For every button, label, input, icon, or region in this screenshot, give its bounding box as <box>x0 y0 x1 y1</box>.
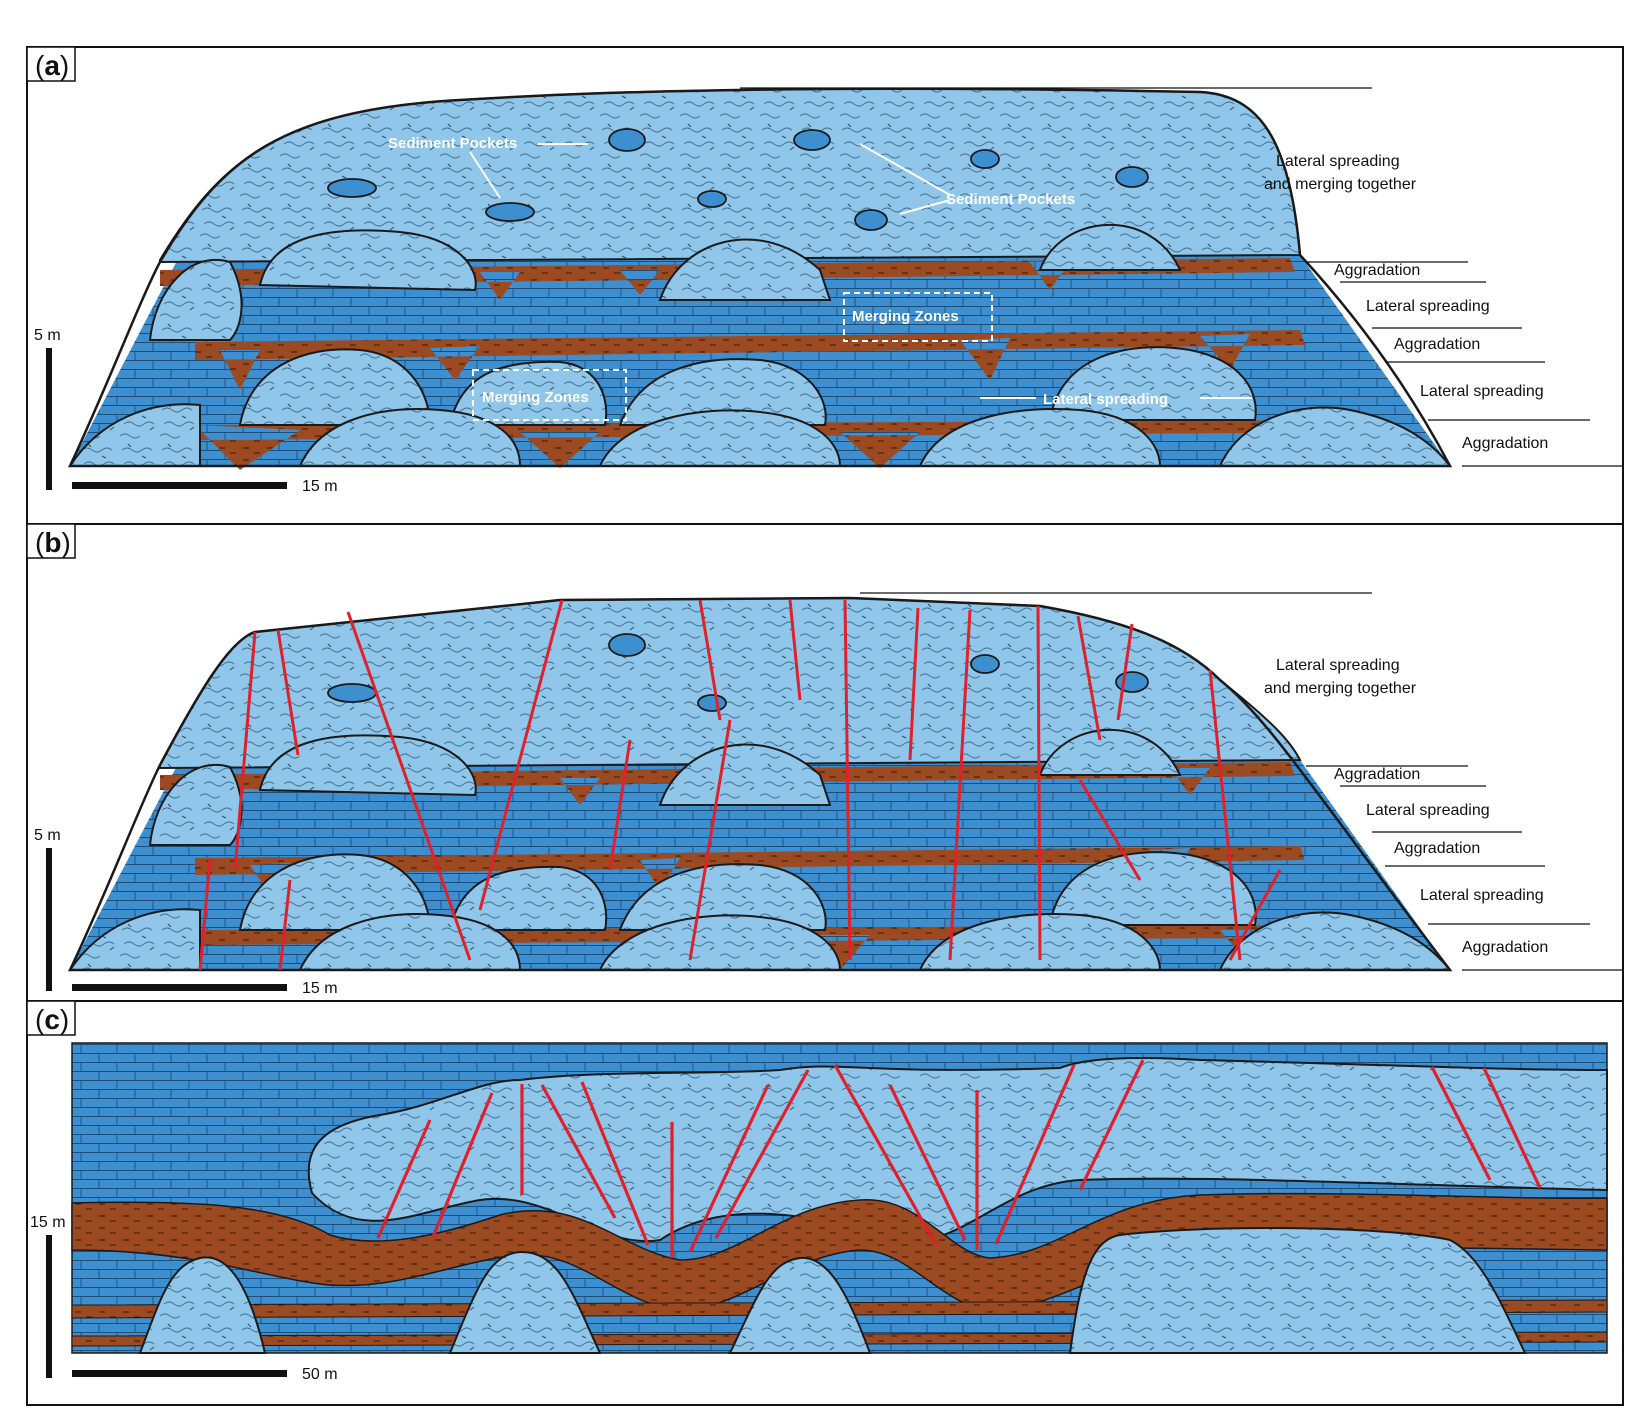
panel-b-reef-mounds-1 <box>68 908 1453 971</box>
panel-b: (b) <box>26 523 1624 1002</box>
panel-b-label-box <box>26 523 76 559</box>
panel-c-horizontal-scale-label: 50 m <box>302 1366 338 1383</box>
panel-b-reef-mounds-2 <box>238 851 1257 931</box>
panel-c-label: (c) <box>35 1004 69 1035</box>
stage-label-b-lateral-merging-1: Lateral spreading <box>1276 657 1400 674</box>
panel-a: (a) Sediment Pockets Sediment Po <box>26 46 1624 525</box>
stage-label-a-lateral-merging-2: and merging together <box>1264 176 1417 193</box>
stage-label-a-lateral-merging-1: Lateral spreading <box>1276 153 1400 170</box>
arrow-sediment-2b <box>899 199 951 215</box>
panel-c-frame <box>26 1000 1624 1406</box>
panel-b-horizontal-scale-label: 15 m <box>302 980 338 997</box>
panel-c-vertical-scale-bar <box>46 1235 52 1378</box>
panel-a-vertical-scale-bar <box>46 348 52 490</box>
stage-label-b-lateral-2: Lateral spreading <box>1366 802 1490 819</box>
panel-b-reef-outline <box>68 596 1453 972</box>
panel-a-horizontal-scale-label: 15 m <box>302 478 338 495</box>
panel-b-vertical-scale-label: 5 m <box>34 827 61 844</box>
panel-c-mudstone-band-main <box>71 1192 1608 1311</box>
panel-c-reef-mounds-lower <box>138 1227 1527 1354</box>
panel-c-vertical-scale-label: 15 m <box>30 1214 66 1231</box>
stage-label-a-aggradation-2: Aggradation <box>1394 336 1480 353</box>
panel-a-reef-mounds-1 <box>68 403 1453 467</box>
arrow-sediment-1b <box>469 151 501 199</box>
stage-label-b-lateral-merging: Lateral spreading and merging together <box>1264 657 1417 697</box>
panel-c-horizontal-scale-bar <box>72 1370 287 1377</box>
stage-label-b-aggradation-1: Aggradation <box>1462 939 1548 956</box>
panel-a-letter: a <box>44 50 60 81</box>
panel-a-reef-mounds-3 <box>148 223 1182 341</box>
panel-b-fractures <box>198 599 1282 971</box>
arrow-sediment-2 <box>859 143 951 196</box>
panel-c-fractures <box>376 1059 1542 1258</box>
stage-label-b-lateral-merging-2: and merging together <box>1264 680 1417 697</box>
panel-b-stage-lines <box>860 592 1622 971</box>
merging-zone-box-2 <box>843 292 993 342</box>
stage-label-b-aggradation-2: Aggradation <box>1394 840 1480 857</box>
merging-zone-box-1 <box>472 369 627 421</box>
panel-a-sediment-pockets <box>327 128 1149 231</box>
panel-c: (c) 15 m <box>26 1000 1624 1406</box>
panel-a-stage-lines <box>740 87 1622 467</box>
panel-a-reef-mounds-2 <box>238 346 1257 426</box>
stage-label-a-aggradation-1: Aggradation <box>1462 435 1548 452</box>
annotation-lateral-spreading: Lateral spreading <box>1043 391 1168 408</box>
panel-a-mudstone-band-2 <box>195 330 1305 390</box>
annotation-sediment-pockets-1: Sediment Pockets <box>388 135 517 152</box>
panel-c-reef-upper <box>307 1057 1608 1243</box>
stage-label-a-lateral-1: Lateral spreading <box>1420 383 1544 400</box>
stage-label-b-aggradation-3: Aggradation <box>1334 766 1420 783</box>
panel-a-vertical-scale-label: 5 m <box>34 327 61 344</box>
panel-b-letter: b <box>44 527 61 558</box>
stage-label-a-aggradation-3: Aggradation <box>1334 262 1420 279</box>
annotation-merging-zones-1: Merging Zones <box>482 389 589 406</box>
panel-a-reef-outline <box>68 87 1453 468</box>
stage-label-b-lateral-1: Lateral spreading <box>1420 887 1544 904</box>
stage-label-a-lateral-2: Lateral spreading <box>1366 298 1490 315</box>
stage-label-a-lateral-merging: Lateral spreading and merging together <box>1264 153 1417 193</box>
panel-b-label: (b) <box>35 527 71 558</box>
annotation-sediment-pockets-2: Sediment Pockets <box>946 191 1075 208</box>
panel-b-mudstone-band-2 <box>195 846 1305 895</box>
panel-b-reef-mounds-3 <box>148 728 1182 846</box>
panel-a-horizontal-scale-bar <box>72 482 287 489</box>
panel-a-label-box <box>26 46 76 82</box>
annotation-merging-zones-2: Merging Zones <box>852 308 959 325</box>
panel-c-label-box <box>26 1000 76 1036</box>
panel-c-letter: c <box>44 1004 60 1035</box>
panel-b-vertical-scale-bar <box>46 848 52 991</box>
panel-a-label: (a) <box>35 50 69 81</box>
panel-b-horizontal-scale-bar <box>72 984 287 991</box>
